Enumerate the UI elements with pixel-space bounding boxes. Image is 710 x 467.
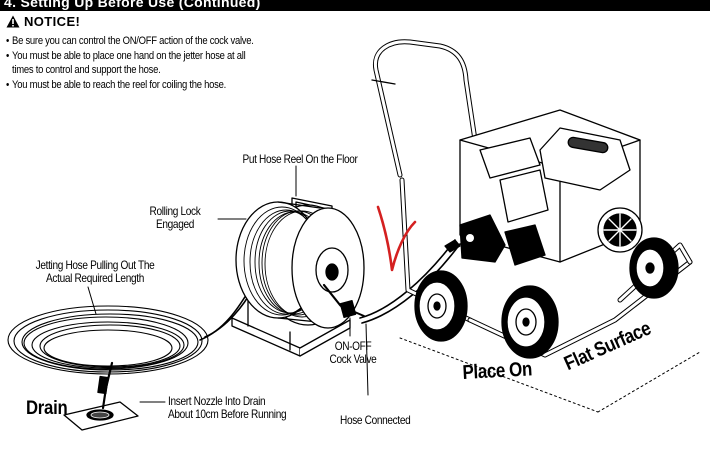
place-on-label: Place On [462,358,533,384]
pressure-washer [371,39,693,359]
notice-item: Be sure you can control the ON/OFF actio… [6,34,356,49]
section-title: 4. Setting Up Before Use (Continued) [4,0,261,10]
warning-triangle-icon [6,15,20,28]
notice-header: NOTICE! [6,14,80,29]
red-arrow-annotation [376,205,417,272]
leader-lines [87,165,369,403]
drain-label: Drain [26,398,68,419]
drain-plate [63,401,139,431]
cock-valve-label: ON-OFF Cock Valve [329,339,377,366]
section-banner: 4. Setting Up Before Use (Continued) [0,0,710,11]
notice-item: You must be able to place one hand on th… [6,49,356,64]
hose-connected-label: Hose Connected [340,413,411,427]
ground-line-side [597,351,701,413]
notice-list: Be sure you can control the ON/OFF actio… [6,34,356,92]
rolling-lock-label: Rolling Lock Engaged [149,204,201,231]
jetting-hose-label: Jetting Hose Pulling Out The Actual Requ… [35,258,155,285]
insert-nozzle-label: Insert Nozzle Into Drain About 10cm Befo… [168,394,287,421]
notice-item: You must be able to reach the reel for c… [6,78,356,93]
notice-title: NOTICE! [24,14,81,29]
coiled-hose [7,305,209,375]
hose-reel-label: Put Hose Reel On the Floor [242,152,358,166]
notice-item-continuation: times to control and support the hose. [12,64,161,76]
nozzle [97,375,109,395]
ground-line-front [399,337,599,413]
hose-coil-to-reel [199,291,249,341]
hose-reel [231,197,365,357]
